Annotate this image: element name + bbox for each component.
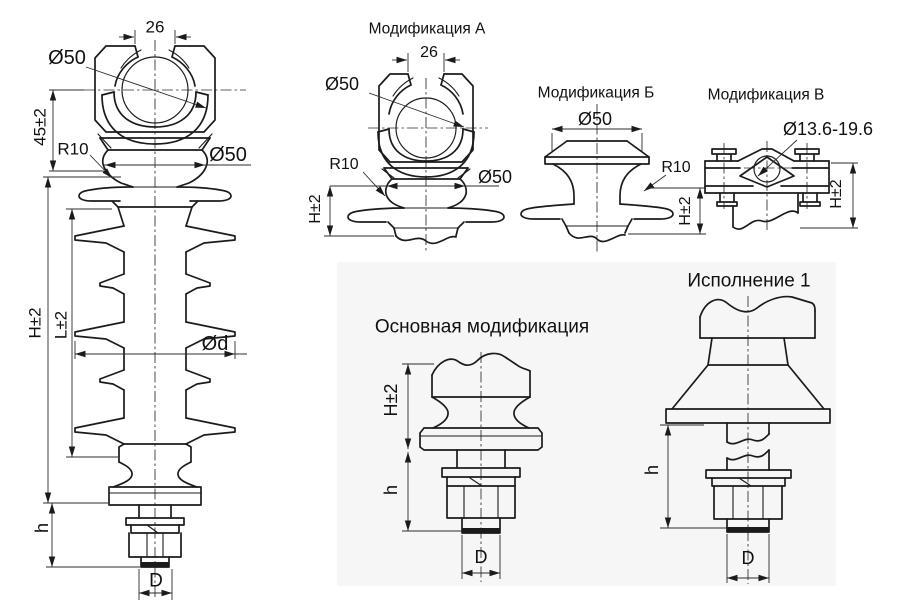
dim-label-H-v: H±2 <box>828 179 845 209</box>
view-title-modification-v: Модификация В <box>707 86 825 104</box>
dim-label-H-a: H±2 <box>307 194 324 224</box>
modification-b-drawing <box>520 104 706 252</box>
view-title-ispolnenie-1: Исполнение 1 <box>687 270 811 292</box>
dim-label-L: L±2 <box>51 310 71 340</box>
dim-label-45: 45±2 <box>30 108 50 146</box>
dim-label-D-isp: D <box>741 548 755 568</box>
dim-label-h: h <box>32 522 52 534</box>
dim-label-H-b: H±2 <box>677 196 694 226</box>
base-modification-drawing <box>402 352 543 582</box>
dim-label-dia-d: Ød <box>201 333 229 355</box>
ispolnenie-1-drawing <box>660 295 831 584</box>
dim-label-26: 26 <box>145 17 165 37</box>
dim-label-r10-b: R10 <box>661 159 691 176</box>
dim-label-dia50-a-side: Ø50 <box>477 167 513 187</box>
dim-label-dia50-b: Ø50 <box>577 109 613 129</box>
dim-label-D: D <box>149 570 163 592</box>
dim-label-26-a: 26 <box>420 44 438 61</box>
dim-label-H: H±2 <box>25 307 45 339</box>
dim-label-dia-range: Ø13.6-19.6 <box>782 119 874 139</box>
dim-label-H-base: H±2 <box>381 383 401 417</box>
view-title-modification-a: Модификация А <box>368 20 486 38</box>
dim-label-h-base: h <box>381 484 401 496</box>
view-title-modification-b: Модификация Б <box>537 84 655 102</box>
modification-v-drawing <box>704 139 858 233</box>
dim-label-r10-a: R10 <box>329 156 359 173</box>
dim-label-dia50-side: Ø50 <box>209 144 247 166</box>
dim-label-D-base: D <box>474 547 488 567</box>
dim-label-h-isp: h <box>642 464 662 476</box>
dim-label-dia50-top: Ø50 <box>48 47 86 69</box>
view-title-base-modification: Основная модификация <box>374 316 590 338</box>
dim-label-r10: R10 <box>57 139 89 159</box>
modification-a-drawing <box>324 53 505 252</box>
main-insulator-drawing <box>43 30 251 600</box>
dim-label-dia50-a-top: Ø50 <box>324 74 360 94</box>
